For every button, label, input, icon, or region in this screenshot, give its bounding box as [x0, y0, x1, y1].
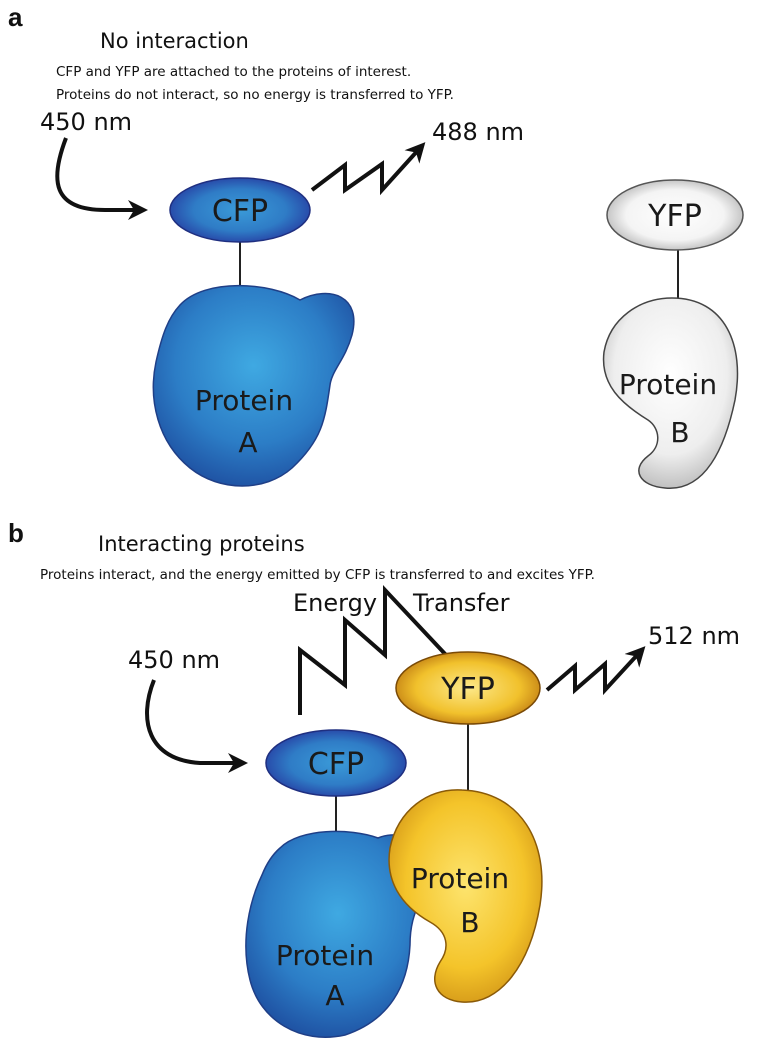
panel-a-caption-1: CFP and YFP are attached to the proteins…: [56, 64, 411, 80]
panel-b-letter: b: [8, 518, 24, 548]
panel-b-emission-arrow: [545, 646, 646, 696]
panel-b-transfer-label: Transfer: [412, 589, 510, 617]
panel-b-excitation-arrow: [145, 679, 248, 773]
protein-b-bound-label-line1: Protein: [411, 862, 509, 895]
protein-b-bound-shape: [388, 789, 543, 1003]
yfp-bound-shape: [395, 651, 541, 725]
cfp-shape: [169, 177, 311, 243]
panel-a-caption-2: Proteins do not interact, so no energy i…: [56, 87, 454, 103]
yfp-shape: [606, 179, 744, 251]
panel-b-excitation-label: 450 nm: [128, 646, 220, 674]
panel-b-energy-label: Energy: [293, 589, 377, 617]
protein-b-label-line1: Protein: [619, 368, 717, 401]
cfp-bound-label: CFP: [308, 747, 364, 782]
panel-b-title: Interacting proteins: [98, 532, 305, 556]
panel-b-caption: Proteins interact, and the energy emitte…: [40, 567, 595, 583]
protein-a-bound-label-line2: A: [325, 979, 344, 1012]
energy-transfer-arrow: [298, 584, 468, 715]
protein-b-shape: [602, 297, 739, 489]
yfp-bound-label: YFP: [440, 672, 495, 707]
protein-a-label-line2: A: [238, 426, 257, 459]
protein-a-bound-shape: [245, 830, 431, 1038]
cfp-bound-shape: [265, 729, 407, 797]
protein-a-shape: [152, 284, 355, 487]
panel-a-excitation-label: 450 nm: [40, 108, 132, 136]
panel-a-title: No interaction: [100, 29, 249, 53]
protein-b-label-line2: B: [670, 416, 689, 449]
panel-a-emission-label: 488 nm: [432, 118, 524, 146]
panel-b-emission-label: 512 nm: [648, 622, 740, 650]
cfp-label: CFP: [212, 194, 268, 229]
panel-a-letter: a: [8, 2, 23, 32]
yfp-label: YFP: [647, 199, 702, 234]
panel-a-excitation-arrow: [55, 137, 148, 220]
protein-a-bound-label-line1: Protein: [276, 939, 374, 972]
panel-a: a No interaction CFP and YFP are attache…: [8, 2, 744, 489]
protein-a-label-line1: Protein: [195, 384, 293, 417]
panel-b: b Interacting proteins Proteins interact…: [8, 518, 740, 1038]
protein-b-bound-label-line2: B: [460, 906, 479, 939]
panel-a-emission-arrow: [310, 142, 426, 196]
